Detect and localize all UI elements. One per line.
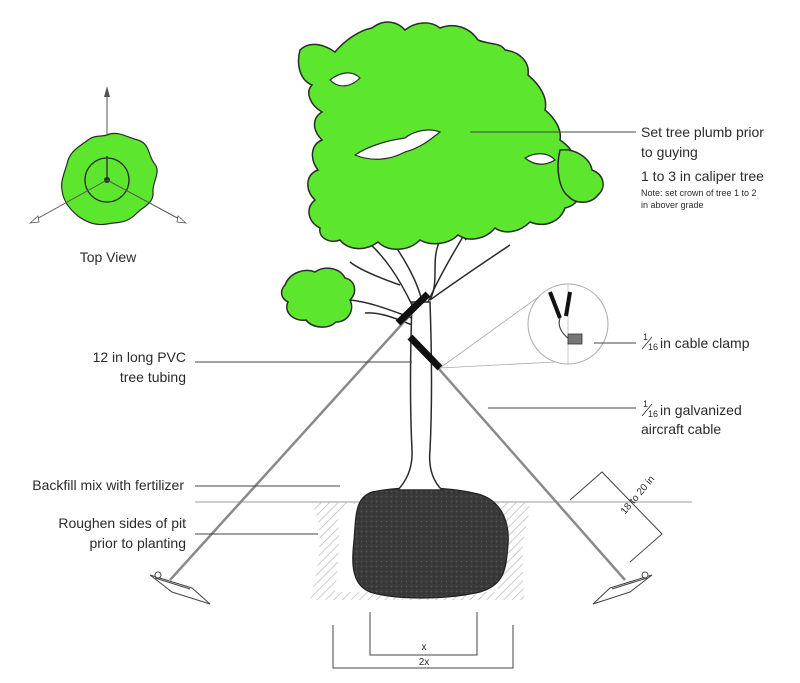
root-ball [352,487,509,599]
crown-note-line2: in abover grade [641,200,704,210]
leader-lines [195,131,636,535]
roughen-label-line2: prior to planting [89,535,186,551]
anchor-right [592,571,653,605]
clamp-fraction-numerator: 1 [643,332,648,342]
pvc-label-line1: 12 in long PVC [93,349,186,365]
cable-clamp-label: 1 16 in cable clamp [641,332,750,352]
pvc-tubing-lower [407,334,443,371]
depth-dimension: 18 to 20 in [569,471,663,563]
top-view-label: Top View [80,249,137,265]
tree-crown [297,21,581,250]
clamp-fraction-denominator: 16 [648,342,658,352]
planting-pit [195,487,692,600]
pvc-tubing-upper [395,291,431,326]
plumb-label-line1: Set tree plumb prior [641,124,764,140]
crown-note-line1: Note: set crown of tree 1 to 2 [641,188,757,198]
dim-x-label: x [422,642,427,653]
lower-branch-foliage [280,267,356,328]
plumb-label-line2: to guying [641,144,698,160]
cable-fraction-numerator: 1 [643,399,648,409]
cable-text-line1: in galvanized [660,402,742,418]
cable-fraction-denominator: 16 [648,409,658,419]
tree [280,21,604,491]
pvc-label-line2: tree tubing [120,369,186,385]
guy-cables [149,291,653,605]
cable-text-line2: aircraft cable [641,421,721,437]
cable-clamp-detail [439,283,609,369]
caliper-label: 1 to 3 in caliper tree [641,168,764,184]
roughen-label-line1: Roughen sides of pit [58,515,186,531]
dim-2x-label: 2x [419,657,430,668]
anchor-left [149,571,211,605]
top-view-illustration: Top View [28,86,188,265]
backfill-label: Backfill mix with fertilizer [32,477,184,493]
width-dimensions [332,612,514,669]
cable-label: 1 16 in galvanized aircraft cable [641,399,742,437]
trunk [396,301,444,491]
clamp-text: in cable clamp [660,335,750,351]
